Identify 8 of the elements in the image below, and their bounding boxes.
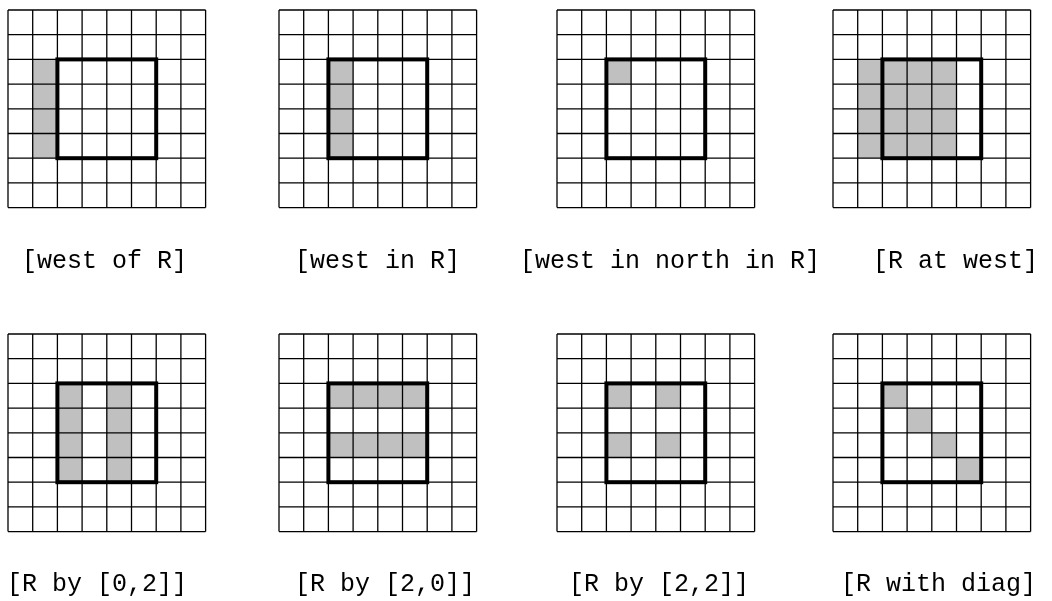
caption: [R at west] [873,247,1039,277]
caption: [R with diag] [841,570,1037,600]
caption: [R by [2,0]] [295,570,476,600]
caption: [R by [0,2]] [7,570,188,600]
caption: [west of R] [22,247,188,277]
caption: [west in north in R] [520,247,821,277]
caption: [west in R] [295,247,461,277]
caption: [R by [2,2]] [569,570,750,600]
